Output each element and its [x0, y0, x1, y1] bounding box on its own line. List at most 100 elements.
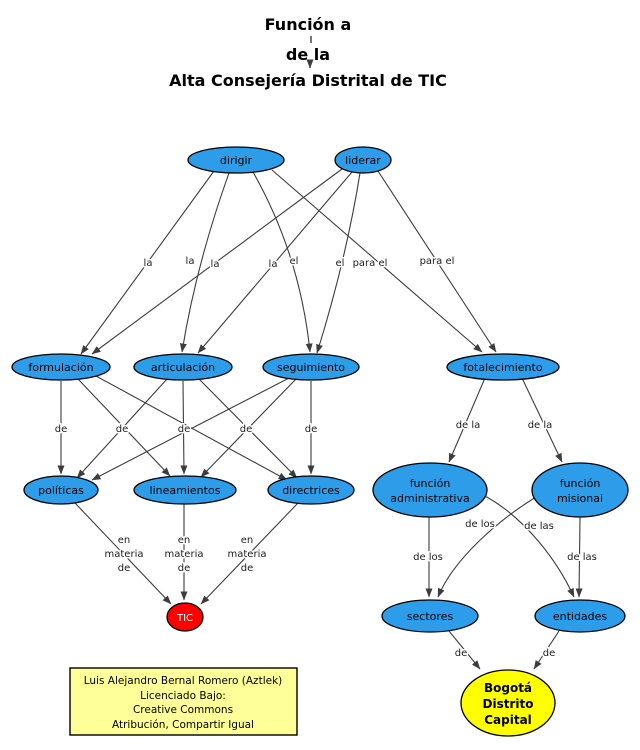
- edge-label-de-6: de: [455, 648, 468, 659]
- node-funcion-administrativa-shape: [372, 462, 488, 518]
- edge-label-de-las-2: de las: [567, 552, 597, 563]
- node-formulacion-shape: [11, 353, 111, 381]
- node-liderar-label: liderar: [345, 154, 381, 167]
- node-tic-shape: [166, 602, 204, 632]
- edge-directrices-tic: [200, 502, 299, 605]
- node-directrices-label: directrices: [282, 484, 340, 497]
- node-dirigir: dirigir: [187, 146, 285, 174]
- node-formulacion-label: formulación: [28, 361, 93, 374]
- node-entidades-shape: [534, 599, 626, 633]
- node-sectores: sectores: [381, 599, 479, 633]
- node-liderar: liderar: [334, 146, 392, 174]
- node-politicas-shape: [23, 475, 99, 505]
- node-fotalecimiento: fotalecimiento: [446, 353, 560, 381]
- node-lineamientos-shape: [133, 475, 237, 505]
- node-bogota-label-1: Bogotá: [484, 681, 532, 695]
- node-articulacion-label: articulación: [151, 361, 215, 374]
- edge-label-la-3: la: [211, 259, 220, 270]
- edge-articulacion-politicas: [76, 378, 168, 479]
- edge-label-de-7: de: [543, 648, 556, 659]
- node-seguimiento-shape: [262, 353, 360, 381]
- svg-text:de: de: [241, 563, 254, 574]
- svg-text:en: en: [118, 535, 131, 546]
- node-entidades-label: entidades: [553, 610, 608, 623]
- node-funcion-misional-label-1: función: [560, 477, 601, 490]
- node-liderar-shape: [334, 146, 392, 174]
- license-line-1: Luis Alejandro Bernal Romero (Aztlek): [84, 675, 283, 687]
- edge-liderar-seguimiento: [316, 172, 361, 354]
- node-tic: TIC: [166, 602, 204, 632]
- edge-seguimiento-politicas: [91, 376, 292, 481]
- edge-sectores-bogota: [448, 630, 481, 670]
- edge-label-de-la-2: de la: [528, 420, 553, 431]
- node-funcion-administrativa-label-1: función: [410, 477, 451, 490]
- node-tic-label: TIC: [176, 613, 193, 624]
- edge-dirigir-fotalecimiento: [271, 169, 483, 353]
- edge-liderar-fotalecimiento: [377, 170, 497, 353]
- edge-label-para-el-2: para el: [420, 256, 455, 267]
- edge-label-para-el-1: para el: [353, 258, 388, 269]
- node-seguimiento: seguimiento: [262, 353, 360, 381]
- edge-label-de-2: de: [116, 424, 129, 435]
- edge-liderar-formulacion: [91, 168, 343, 355]
- node-directrices: directrices: [267, 475, 355, 505]
- edge-entidades-bogota: [533, 630, 560, 670]
- license-line-2: Licenciado Bajo:: [140, 690, 226, 702]
- edge-formulacion-lineamientos: [77, 378, 171, 477]
- title-line-2: de la: [286, 45, 330, 64]
- node-formulacion: formulación: [11, 353, 111, 381]
- license-box-background: [69, 667, 298, 736]
- svg-text:de: de: [118, 563, 131, 574]
- node-funcion-administrativa: función administrativa: [372, 462, 488, 518]
- node-fotalecimiento-shape: [446, 353, 560, 381]
- node-politicas-label: políticas: [38, 484, 84, 497]
- edge-label-el-1: el: [290, 256, 299, 267]
- edge-label-de-4: de: [240, 424, 253, 435]
- license-line-4: Atribución, Compartir Igual: [112, 719, 254, 731]
- svg-text:de: de: [178, 563, 191, 574]
- node-funcion-misional-shape: [531, 462, 629, 518]
- license-line-3: Creative Commons: [133, 704, 233, 716]
- svg-text:materia: materia: [165, 549, 204, 560]
- diagram-title: Función a de la Alta Consejería Distrita…: [169, 15, 447, 90]
- node-articulacion: articulación: [133, 353, 233, 381]
- edge-label-la-4: la: [269, 259, 278, 270]
- node-sectores-label: sectores: [407, 610, 454, 623]
- node-bogota-shape: [460, 669, 556, 737]
- edge-funcion-administrativa-entidades: [484, 495, 575, 598]
- edge-label-en-materia-de-2: en materia de: [163, 534, 205, 576]
- edge-funcion-misional-entidades: [575, 516, 583, 598]
- node-lineamientos: lineamientos: [133, 475, 237, 505]
- node-fotalecimiento-label: fotalecimiento: [463, 361, 542, 374]
- svg-text:materia: materia: [105, 549, 144, 560]
- edge-seguimiento-lineamientos: [200, 378, 297, 478]
- node-dirigir-label: dirigir: [220, 154, 253, 167]
- edge-politicas-tic: [74, 502, 172, 605]
- edge-label-de-los-1: de los: [465, 519, 495, 530]
- node-bogota-label-2: Distrito: [483, 697, 534, 711]
- edge-label-de-las-1: de las: [524, 521, 554, 532]
- edge-labels: la la la la el el para el para el de de …: [53, 255, 598, 661]
- edge-label-de-la-1: de la: [456, 420, 481, 431]
- node-politicas: políticas: [23, 475, 99, 505]
- node-dirigir-shape: [187, 146, 285, 174]
- svg-text:en: en: [178, 535, 191, 546]
- node-directrices-shape: [267, 475, 355, 505]
- node-bogota-label-3: Capital: [484, 713, 532, 727]
- edge-label-de-5: de: [305, 424, 318, 435]
- node-bogota-distrito-capital: Bogotá Distrito Capital: [460, 669, 556, 737]
- edge-fotalecimiento-funcion-misional: [521, 377, 563, 463]
- edge-articulacion-lineamientos: [180, 380, 188, 475]
- edge-label-el-2: el: [336, 258, 345, 269]
- edge-label-en-materia-de-1: en materia de: [103, 534, 145, 576]
- node-funcion-administrativa-label-2: administrativa: [390, 492, 469, 505]
- edge-label-de-1: de: [55, 424, 68, 435]
- node-articulacion-shape: [133, 353, 233, 381]
- edges: [57, 168, 583, 670]
- node-entidades: entidades: [534, 599, 626, 633]
- svg-text:en: en: [241, 535, 254, 546]
- edge-label-la-1: la: [144, 258, 153, 269]
- edge-dirigir-seguimiento: [252, 171, 313, 353]
- edge-label-de-3: de: [178, 424, 191, 435]
- edge-dirigir-articulacion: [179, 172, 230, 353]
